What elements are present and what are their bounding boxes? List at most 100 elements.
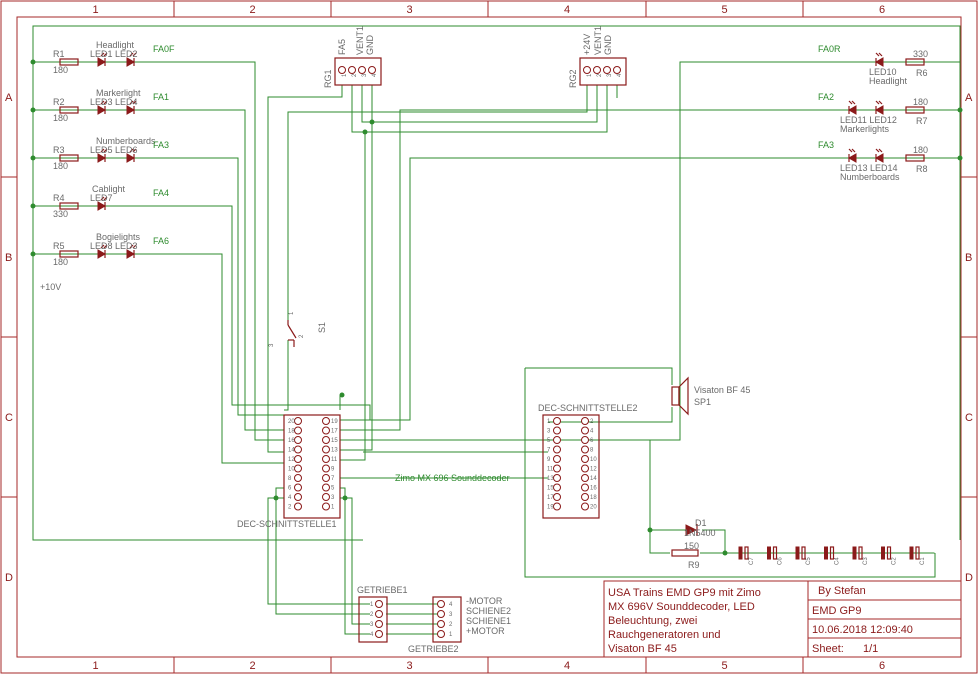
- dec-pin-left: [553, 455, 561, 463]
- led-symbol: [97, 196, 108, 211]
- cap-name: C4: [835, 557, 841, 565]
- led-symbol: [874, 52, 884, 67]
- column-label-bottom: 2: [250, 660, 256, 672]
- switch-s1: S1 1 2 3: [269, 311, 327, 347]
- led-symbol: [126, 148, 137, 163]
- getriebe2-label: GETRIEBE2: [408, 644, 459, 654]
- resistor-value: 330: [913, 49, 928, 59]
- dec-pin-left: [294, 474, 302, 482]
- cap-plate-neg: [824, 546, 828, 560]
- dec-pin-left: [294, 455, 302, 463]
- cap-plate-pos: [801, 546, 806, 560]
- dec-pin-number-left: 5: [547, 438, 551, 444]
- cap-plate-pos: [772, 546, 778, 560]
- dec-pin-right: [581, 436, 589, 444]
- cap-name: C3: [863, 557, 869, 565]
- dec-pin-left: [294, 417, 302, 425]
- getriebe2-pin: [437, 600, 445, 608]
- dec-pin-number-right: 8: [590, 448, 594, 454]
- rg2-pin-3: GND: [603, 35, 613, 56]
- rg1-num-4: 4: [372, 73, 378, 77]
- rg2-connector: RG2 +24V VENT1 GND 1 2 3 4: [568, 26, 627, 88]
- dec-pin-number-right: 12: [590, 467, 597, 473]
- rg2-num-1: 1: [587, 73, 593, 77]
- dec-pin-number-right: 7: [331, 476, 335, 482]
- dec-pin-number-left: 13: [547, 476, 554, 482]
- motor-label: SCHIENE2: [466, 606, 511, 616]
- rg1-num-2: 2: [352, 73, 358, 77]
- led-symbol: [126, 52, 137, 67]
- resistor-name: R2: [53, 97, 65, 107]
- dec-pin-number-left: 10: [288, 467, 295, 473]
- resistor-name: R8: [916, 164, 928, 174]
- title-date: 10.06.2018 12:09:40: [812, 624, 913, 636]
- row-label-left: D: [5, 572, 13, 584]
- cap-name: C6: [778, 557, 784, 565]
- cap-plate-pos: [829, 546, 835, 560]
- dec-pin-right: [581, 426, 589, 435]
- dec-pin-number-left: 6: [288, 486, 292, 492]
- cap-plate-pos: [858, 546, 863, 560]
- getriebe1-pin: [375, 610, 383, 618]
- led-symbol: [126, 100, 137, 115]
- switch-pin-2: 2: [299, 334, 305, 338]
- column-label-top: 1: [93, 4, 99, 16]
- r9-name: R9: [688, 560, 700, 570]
- r9-value: 150: [684, 541, 699, 551]
- resistor-value: 180: [913, 145, 928, 155]
- dec-pin-left: [553, 474, 561, 482]
- diode-type: 1N5400: [684, 528, 716, 538]
- getriebe1-pin: [375, 600, 383, 608]
- dec-pin-number-right: 19: [331, 419, 338, 425]
- cap-plate-neg: [909, 546, 914, 560]
- diode-name: D1: [695, 518, 707, 528]
- group-description: Bogielights: [96, 232, 141, 242]
- dec-pin-right: [322, 455, 330, 463]
- group-description: Headlight: [869, 76, 908, 86]
- dec-pin-number-right: 6: [590, 438, 594, 444]
- rg2-pin-2: VENT1: [593, 26, 603, 55]
- dec-pin-right: [581, 445, 589, 454]
- getriebe2-pin: [437, 610, 445, 618]
- dec-pin-left: [294, 445, 302, 454]
- cap-plate-pos: [915, 546, 920, 560]
- led-symbol: [97, 52, 108, 67]
- dec-pin-number-right: 9: [331, 467, 335, 473]
- led-labels: LED1 LED2: [90, 49, 138, 59]
- led-labels: LED5 LED6: [90, 145, 138, 155]
- dec-pin-right: [581, 502, 589, 511]
- dec-pin-number-right: 14: [590, 476, 597, 482]
- dec-pin-number-left: 20: [288, 419, 295, 425]
- rg1-connector: RG1 FA5 VENT1 GND 1 2 3 4: [323, 26, 382, 88]
- dec-pin-number-left: 7: [547, 448, 551, 454]
- getriebe1-label: GETRIEBE1: [357, 585, 408, 595]
- dec-pin-number-right: 5: [331, 486, 335, 492]
- resistor-name: R7: [916, 116, 928, 126]
- decoder-label: Zimo MX 696 Sounddecoder: [395, 473, 510, 483]
- led-symbol: [874, 100, 884, 115]
- resistor-body: [59, 250, 79, 258]
- row-label-right: D: [965, 572, 973, 584]
- dec-pin-left: [294, 426, 302, 435]
- dec-pin-left: [294, 464, 302, 473]
- led-labels: LED8 LED3: [90, 241, 138, 251]
- column-label-bottom: 3: [407, 660, 413, 672]
- dec-pin-number-right: 15: [331, 438, 338, 444]
- led-symbol: [126, 244, 137, 259]
- function-output: FA0F: [153, 44, 175, 54]
- column-label-bottom: 5: [722, 660, 728, 672]
- resistor-name: R1: [53, 49, 65, 59]
- dec-pin-right: [581, 474, 589, 482]
- dec-pin-number-right: 1: [331, 505, 335, 511]
- column-label-bottom: 4: [564, 660, 570, 672]
- getriebe2-pin-number: 2: [449, 622, 453, 628]
- switch-label: S1: [317, 322, 327, 333]
- dec-pin-number-left: 18: [288, 429, 295, 435]
- row-label-right: C: [965, 412, 973, 424]
- getriebe1-pin: [375, 630, 383, 638]
- dec-pin-number-left: 1: [547, 419, 551, 425]
- dec-pin-number-right: 17: [331, 429, 338, 435]
- column-label-top: 3: [407, 4, 413, 16]
